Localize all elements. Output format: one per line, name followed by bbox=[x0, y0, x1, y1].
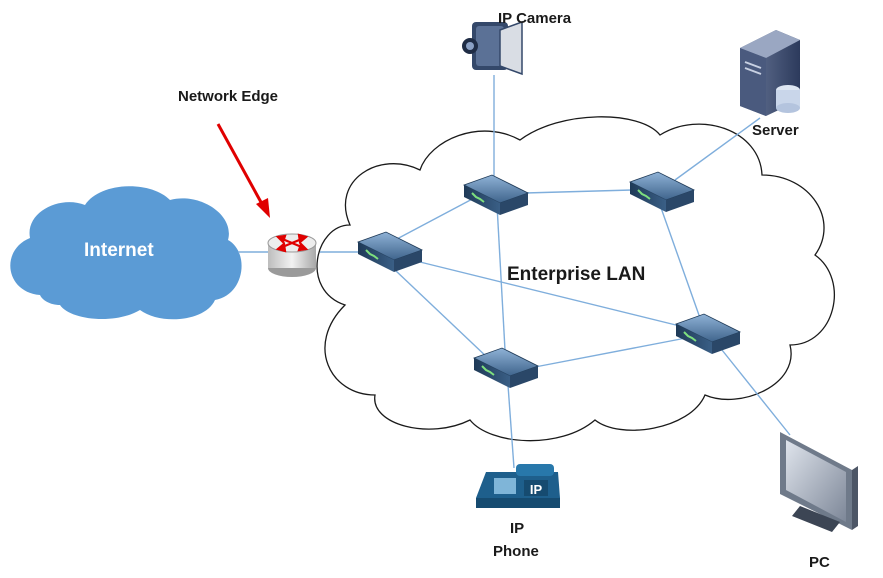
enterprise-lan-cloud bbox=[316, 116, 835, 442]
server-icon bbox=[740, 30, 800, 116]
network-edge-label: Network Edge bbox=[178, 88, 279, 105]
link-switch2-switch5 bbox=[496, 204, 506, 351]
link-switch2-switch3 bbox=[524, 189, 633, 194]
enterprise-lan-label: Enterprise LAN bbox=[507, 264, 646, 285]
internet-label: Internet bbox=[84, 240, 154, 261]
camera-icon bbox=[462, 20, 523, 76]
link-switch4-pc bbox=[721, 349, 791, 436]
switch-icon-4 bbox=[674, 313, 742, 354]
ip-phone-label-line1: IP bbox=[510, 520, 525, 537]
ip-phone-label-line2: Phone bbox=[493, 543, 539, 560]
ip-phone-badge: IP bbox=[530, 482, 543, 497]
network-links bbox=[238, 75, 791, 469]
internet-cloud bbox=[10, 186, 242, 320]
link-switch3-server bbox=[674, 117, 761, 181]
network-edge-arrow bbox=[216, 123, 270, 218]
link-switch3-switch4 bbox=[659, 204, 701, 319]
switch-icon-1 bbox=[356, 231, 424, 272]
server-label: Server bbox=[752, 122, 799, 139]
switch-icon-3 bbox=[628, 171, 696, 212]
pc-label: PC bbox=[809, 554, 830, 571]
ip-camera-label: IP Camera bbox=[498, 10, 572, 27]
link-switch1-switch4 bbox=[419, 261, 689, 329]
ip-phone-icon: IP bbox=[476, 464, 560, 508]
switch-icon-5 bbox=[472, 347, 540, 388]
router-icon bbox=[267, 233, 317, 277]
link-switch5-phone bbox=[507, 384, 515, 469]
monitor-icon bbox=[780, 432, 858, 532]
switch-icon-2 bbox=[462, 174, 530, 215]
link-switch5-switch4 bbox=[534, 337, 687, 368]
link-switch1-switch2 bbox=[394, 195, 479, 241]
link-switch1-switch5 bbox=[394, 269, 491, 361]
